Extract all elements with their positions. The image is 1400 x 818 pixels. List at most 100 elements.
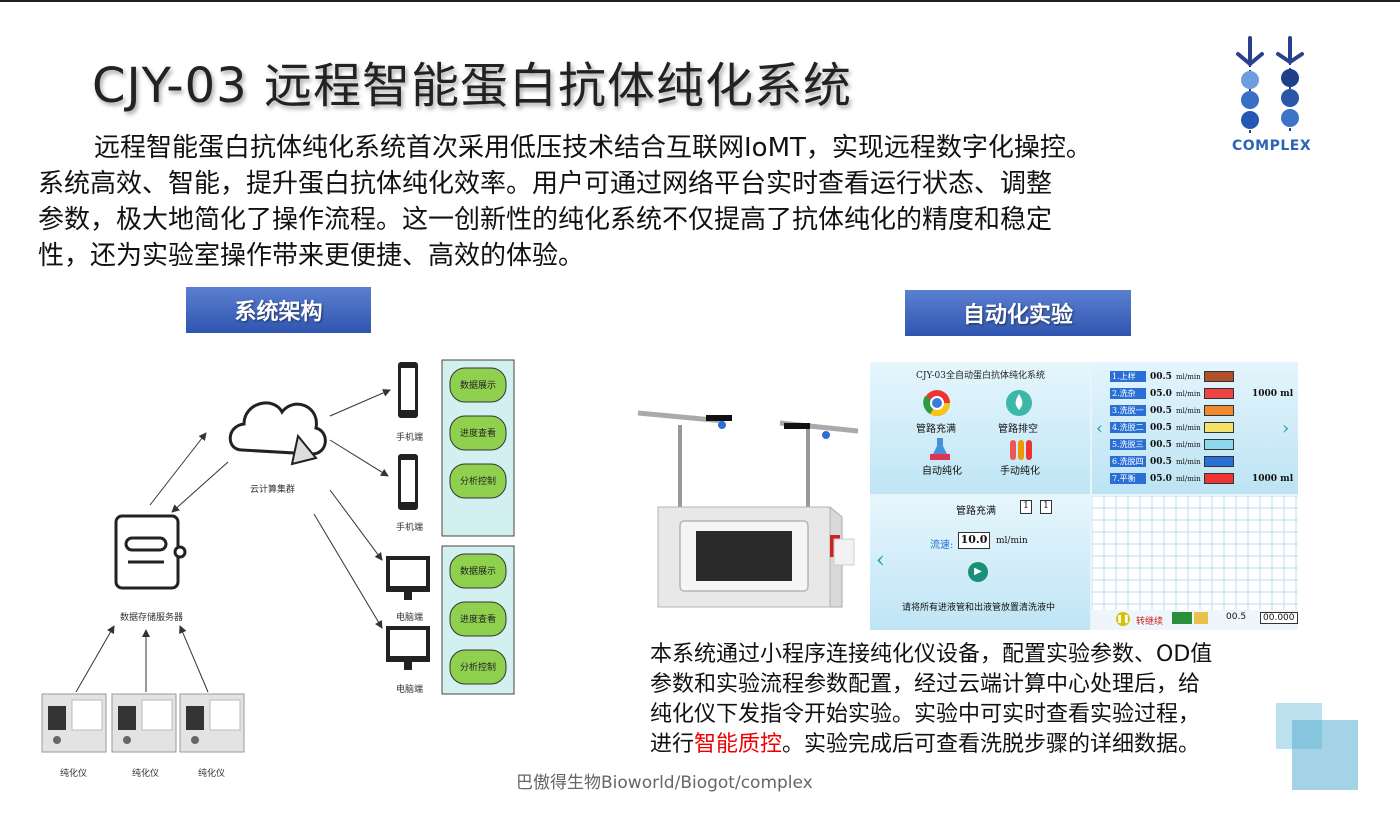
- parameter-value[interactable]: 00.5: [1150, 439, 1172, 450]
- status-swatch: [1172, 612, 1192, 624]
- purifier-label: 纯化仪: [198, 767, 225, 779]
- value-b: 00.000: [1260, 612, 1298, 624]
- architecture-diagram: 云计算集群 数据存储服务器 手机端 手机端 电脑端 电脑端: [41, 359, 515, 779]
- description-line: 进行智能质控。实验完成后可查看洗脱步骤的详细数据。: [650, 732, 1201, 757]
- monitor-icon: [386, 556, 430, 600]
- purifier-label: 纯化仪: [60, 767, 87, 779]
- parameter-unit: ml/min: [1176, 440, 1201, 449]
- parameter-swatch: [1204, 456, 1234, 467]
- screen-title: 管路充满: [956, 506, 996, 517]
- parameter-unit: ml/min: [1176, 406, 1201, 415]
- automation-heading: 自动化实验: [905, 290, 1131, 336]
- next-arrow-icon[interactable]: ›: [1282, 418, 1290, 439]
- purifier-icon: [41, 693, 107, 753]
- parameter-value[interactable]: 05.0: [1150, 388, 1172, 399]
- intro-paragraph: 远程智能蛋白抗体纯化系统首次采用低压技术结合互联网IoMT，实现远程数字化操控。…: [38, 130, 1238, 274]
- parameter-label: 4.洗脱二: [1110, 422, 1146, 433]
- feature-analysis-control: 分析控制: [460, 475, 496, 487]
- prev-arrow-icon[interactable]: ‹: [876, 548, 885, 573]
- intro-line: 系统高效、智能，提升蛋白抗体纯化效率。用户可通过网络平台实时查看运行状态、调整: [38, 169, 1053, 199]
- purifier-icon: [179, 693, 245, 753]
- parameter-value[interactable]: 00.5: [1150, 422, 1172, 433]
- intro-line: 参数，极大地简化了操作流程。这一创新性的纯化系统不仅提高了抗体纯化的精度和稳定: [38, 205, 1053, 235]
- parameter-row: 4.洗脱二 00.5 ml/min: [1110, 419, 1294, 436]
- prev-arrow-icon[interactable]: ‹: [1096, 418, 1104, 439]
- phone-label: 手机端: [396, 521, 423, 533]
- parameter-row: 7.平衡 05.0 ml/min 1000 ml: [1110, 470, 1294, 487]
- server-icon: [114, 514, 187, 590]
- parameter-volume[interactable]: 1000 ml: [1252, 473, 1294, 484]
- parameter-swatch: [1204, 405, 1234, 416]
- realtime-grid: [1092, 496, 1298, 630]
- pc-label: 电脑端: [396, 683, 423, 695]
- pipe-empty-button[interactable]: 管路排空: [998, 424, 1038, 435]
- drop-icon: [1006, 390, 1032, 416]
- logo-text: COMPLEX: [1232, 138, 1312, 154]
- phone-feature-panel: 数据展示 进度查看 分析控制: [441, 359, 515, 537]
- flow-unit: ml/min: [996, 536, 1028, 546]
- phone-icon: [398, 454, 418, 510]
- pipe-fill-screen: 管路充满 1 1 ‹ 流速: 10.0 ml/min ▶ 请将所有进液管和出液管…: [870, 496, 1090, 630]
- parameter-swatch: [1204, 388, 1234, 399]
- feature-analysis-control: 分析控制: [460, 661, 496, 673]
- server-label: 数据存储服务器: [120, 611, 183, 623]
- parameter-value[interactable]: 00.5: [1150, 456, 1172, 467]
- feature-data-display: 数据展示: [460, 565, 496, 577]
- automation-description: 本系统通过小程序连接纯化仪设备，配置实验参数、OD值 参数和实验流程参数配置，经…: [650, 640, 1290, 760]
- parameter-unit: ml/min: [1176, 457, 1201, 466]
- parameter-row: 1.上样 00.5 ml/min: [1110, 368, 1294, 385]
- parameter-label: 6.洗脱四: [1110, 456, 1146, 467]
- counter-a: 1: [1020, 500, 1032, 514]
- cloud-icon: [228, 401, 327, 466]
- pipe-fill-button[interactable]: 管路充满: [916, 424, 956, 435]
- description-line: 本系统通过小程序连接纯化仪设备，配置实验参数、OD值: [650, 642, 1213, 667]
- feature-progress-view: 进度查看: [460, 427, 496, 439]
- phone-icon: [398, 362, 418, 418]
- decorative-square: [1292, 720, 1358, 790]
- status-text: 转继续: [1136, 617, 1164, 627]
- feature-data-display: 数据展示: [460, 379, 496, 391]
- complex-logo: [1236, 36, 1304, 134]
- pause-button-icon[interactable]: ❚❚: [1116, 612, 1130, 626]
- purifier-label: 纯化仪: [132, 767, 159, 779]
- parameter-unit: ml/min: [1176, 389, 1201, 398]
- software-screens: CJY-03全自动蛋白抗体纯化系统 管路充满 管路排空 自动纯化 手动纯化 ‹ …: [870, 362, 1298, 630]
- parameter-row: 6.洗脱四 00.5 ml/min: [1110, 453, 1294, 470]
- value-a: 00.5: [1226, 612, 1247, 622]
- page-title: CJY-03 远程智能蛋白抗体纯化系统: [92, 58, 852, 114]
- pc-feature-panel: 数据展示 进度查看 分析控制: [441, 545, 515, 695]
- parameter-swatch: [1204, 371, 1234, 382]
- parameter-unit: ml/min: [1176, 423, 1201, 432]
- phone-label: 手机端: [396, 431, 423, 443]
- parameter-label: 1.上样: [1110, 371, 1146, 382]
- flask-icon: [930, 438, 950, 460]
- parameter-unit: ml/min: [1176, 474, 1201, 483]
- auto-purify-button[interactable]: 自动纯化: [922, 466, 962, 477]
- manual-purify-button[interactable]: 手动纯化: [1000, 466, 1040, 477]
- parameter-value[interactable]: 00.5: [1150, 405, 1172, 416]
- parameter-label: 7.平衡: [1110, 473, 1146, 484]
- parameter-unit: ml/min: [1176, 372, 1201, 381]
- status-swatch: [1194, 612, 1208, 624]
- app-title: CJY-03全自动蛋白抗体纯化系统: [916, 371, 1045, 381]
- main-menu-screen: CJY-03全自动蛋白抗体纯化系统 管路充满 管路排空 自动纯化 手动纯化: [870, 362, 1090, 494]
- cloud-label: 云计算集群: [250, 483, 295, 495]
- highlight-text: 智能质控: [694, 732, 783, 757]
- flow-label: 流速:: [930, 540, 954, 551]
- description-line: 纯化仪下发指令开始实验。实验中可实时查看实验过程，: [650, 702, 1201, 727]
- parameter-swatch: [1204, 473, 1234, 484]
- play-button-icon[interactable]: ▶: [968, 562, 988, 582]
- parameter-value[interactable]: 00.5: [1150, 371, 1172, 382]
- parameter-value[interactable]: 05.0: [1150, 473, 1172, 484]
- parameter-label: 3.洗脱一: [1110, 405, 1146, 416]
- flow-input[interactable]: 10.0: [958, 532, 990, 549]
- instruction-text: 请将所有进液管和出液管放置清洗液中: [902, 603, 1056, 613]
- intro-line: 性，还为实验室操作带来更便捷、高效的体验。: [38, 241, 585, 271]
- top-divider: [0, 0, 1400, 2]
- parameter-volume[interactable]: 1000 ml: [1252, 388, 1294, 399]
- monitor-icon: [386, 626, 430, 670]
